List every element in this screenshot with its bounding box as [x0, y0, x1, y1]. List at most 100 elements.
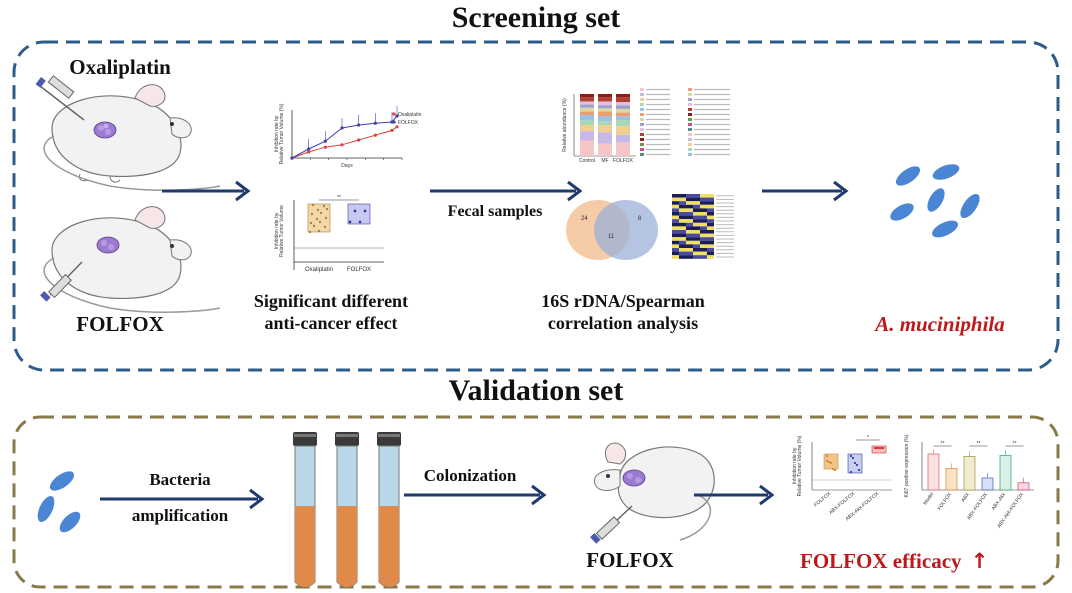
category-label-folfox: FOLFOX	[347, 267, 371, 273]
heatmap-cell	[707, 237, 714, 241]
heatmap-cell	[707, 233, 714, 238]
efficacy-text: FOLFOX efficacy	[800, 549, 962, 573]
heatmap-cell	[707, 204, 714, 209]
data-point	[877, 446, 881, 450]
heatmap-cell	[686, 255, 693, 259]
up-arrow-icon: ↑	[970, 549, 989, 573]
bar-abx-folfox	[981, 477, 994, 491]
y-axis-label: Inhibition rate by	[274, 212, 280, 249]
tube-culture	[379, 506, 399, 587]
bar-folfox	[945, 468, 958, 491]
heatmap-cell	[679, 215, 686, 220]
effect-caption-line-1: Significant different	[253, 291, 409, 311]
heatmap-cell	[700, 197, 707, 202]
mouse-icon-validation	[590, 442, 715, 544]
point-oxaliplatin	[310, 212, 314, 216]
result-label: A. muciniphila	[875, 312, 1005, 336]
heatmap-cell	[693, 240, 700, 245]
heatmap-cell	[672, 222, 679, 227]
heatmap-cell	[693, 251, 700, 256]
legend-swatch	[688, 148, 692, 151]
legend-swatch	[688, 98, 692, 101]
heatmap-cell	[672, 197, 679, 202]
y-axis-label: Inhibition rate by	[274, 115, 280, 152]
heatmap-cell	[679, 212, 686, 216]
heatmap-cell	[700, 201, 707, 205]
heatmap-cell	[672, 226, 679, 230]
stacked-segment	[580, 115, 594, 121]
heatmap-cell	[686, 244, 693, 248]
heatmap-cell	[686, 251, 693, 256]
stacked-segment	[616, 126, 630, 135]
legend-swatch	[640, 103, 644, 106]
heatmap-cell	[686, 212, 693, 216]
tube-culture	[295, 506, 315, 587]
legend-swatch	[688, 133, 692, 136]
data-point	[857, 468, 861, 472]
arrow-icon-6	[694, 484, 775, 506]
heatmap-cell	[700, 240, 707, 245]
point-oxaliplatin	[317, 229, 321, 233]
venn-diagram: 24 11 8	[566, 200, 658, 260]
box-abx-akk-folfox	[871, 445, 887, 454]
bar-abx	[963, 456, 976, 491]
venn-center-count: 11	[608, 234, 615, 240]
legend-oxaliplatin: Oxaliplatin	[398, 112, 422, 118]
heatmap-cell	[679, 204, 686, 209]
data-point	[827, 460, 831, 464]
legend-swatch-oxaliplatin	[392, 112, 396, 116]
legend-swatch	[640, 153, 644, 156]
point-oxaliplatin	[309, 221, 313, 225]
heatmap-cell	[693, 255, 700, 259]
data-point	[855, 463, 859, 467]
bacteria-icon-cluster	[890, 164, 980, 238]
data-point	[825, 459, 829, 463]
stacked-segment	[580, 125, 594, 132]
y-axis-label: Inhibition rate by	[792, 447, 798, 484]
heatmap-cell	[686, 208, 693, 212]
heatmap-cell	[672, 212, 679, 216]
stacked-segment	[616, 120, 630, 127]
heatmap-cell	[693, 212, 700, 216]
heatmap-cell	[679, 222, 686, 227]
legend-swatch	[688, 108, 692, 111]
colonization-label: Colonization	[423, 466, 517, 485]
heatmap-cell	[693, 244, 700, 248]
heatmap-cell	[693, 248, 700, 252]
heatmap-cell	[700, 255, 707, 259]
y-axis-label: Ki67 positive expression (%)	[904, 434, 910, 497]
legend-swatch	[640, 138, 644, 141]
point-folfox	[358, 220, 362, 224]
legend-swatch	[688, 138, 692, 141]
heatmap-cell	[700, 237, 707, 241]
heatmap-cell	[686, 240, 693, 245]
heatmap-cell	[700, 215, 707, 220]
analysis-caption: 16S rDNA/Spearman correlation analysis	[508, 291, 738, 334]
heatmap-cell	[686, 222, 693, 227]
stacked-segment	[598, 97, 612, 102]
significance-label: **	[977, 441, 981, 447]
heatmap-cell	[700, 233, 707, 238]
fecal-label: Fecal samples	[447, 203, 543, 220]
stacked-segment	[616, 108, 630, 113]
heatmap-cell	[679, 230, 686, 234]
heatmap-cell	[693, 197, 700, 202]
arrow-icon-1	[162, 180, 251, 202]
series-oxaliplatin-line-point	[373, 133, 377, 137]
legend-swatch	[688, 153, 692, 156]
heatmap-cell	[672, 244, 679, 248]
significance-label: **	[337, 195, 341, 201]
legend-swatch	[640, 148, 644, 151]
data-point	[881, 446, 885, 450]
category-label: FOLFOX	[613, 158, 634, 164]
heatmap-cell	[693, 201, 700, 205]
stacked-segment	[598, 121, 612, 125]
category-label: MF	[601, 158, 608, 164]
stacked-segment	[616, 134, 630, 143]
legend-swatch	[688, 118, 692, 121]
heatmap-cell	[672, 230, 679, 234]
